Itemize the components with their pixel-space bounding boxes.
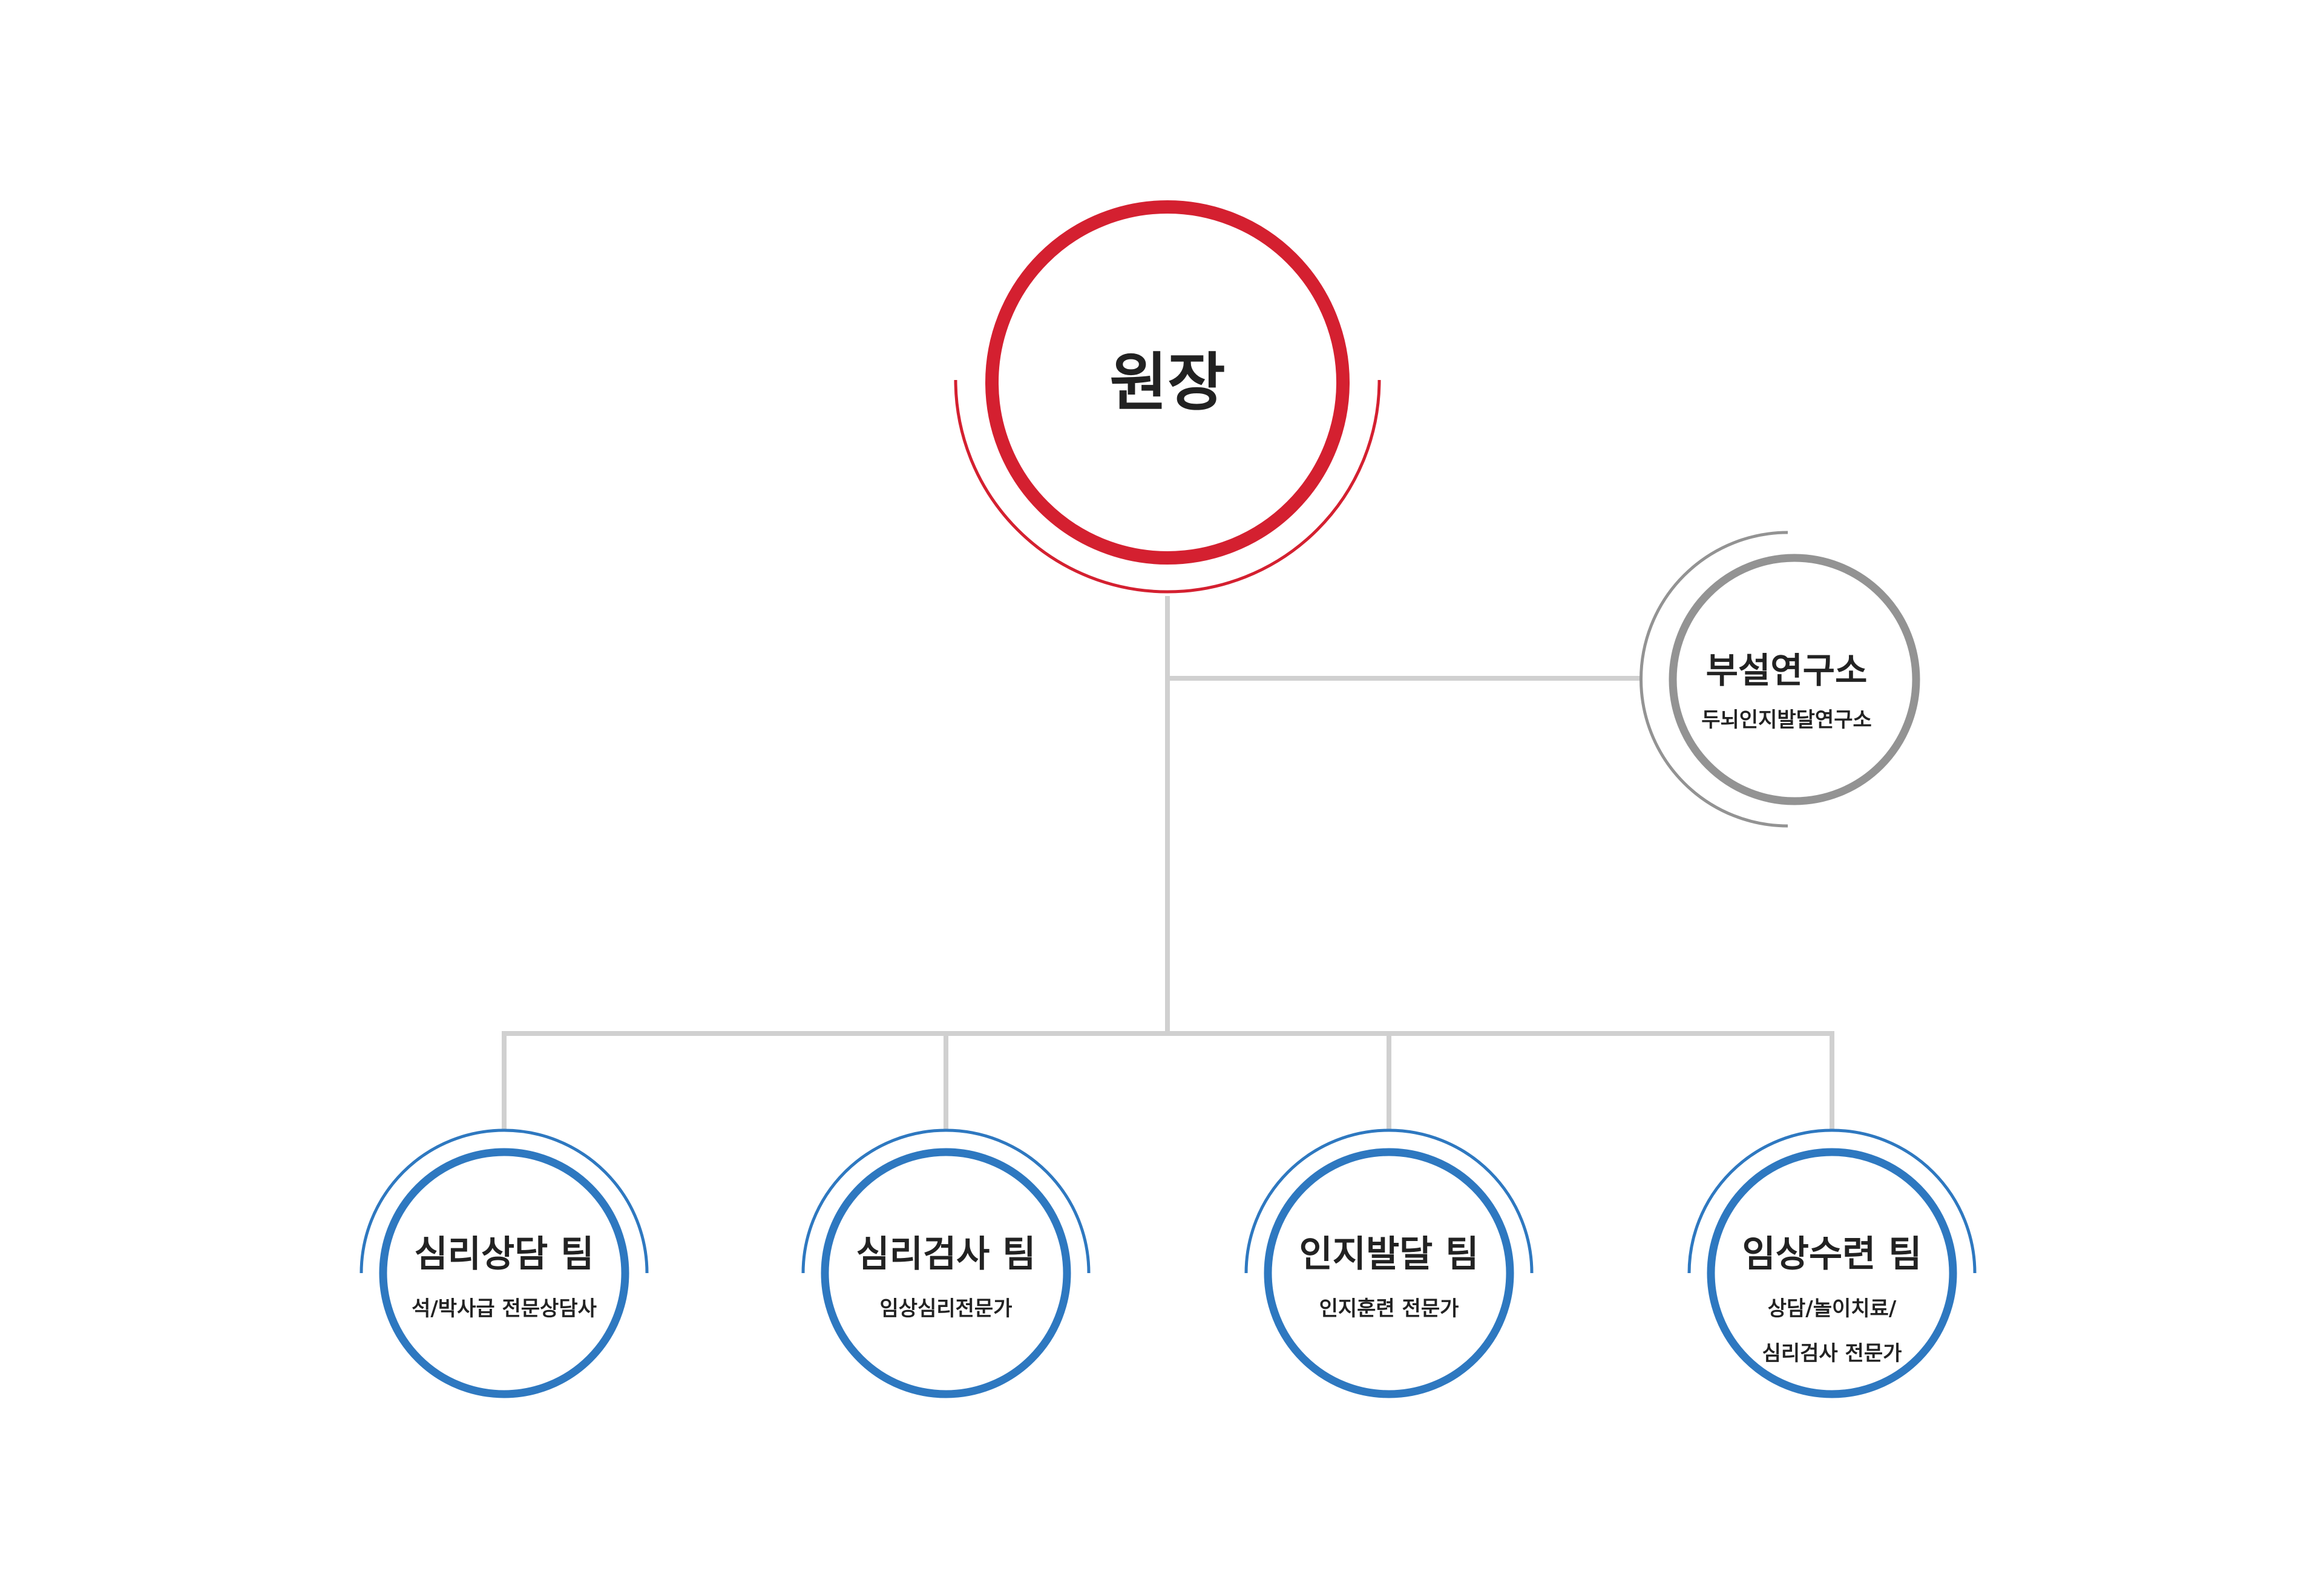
team-title: 심리검사 팀 xyxy=(856,1233,1036,1276)
team-desc-line: 상담/놀이치료/ xyxy=(1768,1297,1897,1321)
team-outer-arc xyxy=(1687,1128,1977,1274)
team-outer-arc xyxy=(359,1128,649,1274)
team-desc-line: 석/박사급 전문상담사 xyxy=(412,1297,597,1321)
team-outer-arc xyxy=(1244,1128,1534,1274)
director-ring xyxy=(985,200,1350,565)
team-desc-line: 임상심리전문가 xyxy=(880,1297,1013,1321)
team-ring xyxy=(1707,1148,1957,1398)
team-title: 인지발달 팀 xyxy=(1299,1233,1479,1276)
connectors xyxy=(502,596,1834,1132)
institute-outer-arc xyxy=(1640,531,1788,828)
institute-node: 부설연구소 두뇌인지발달연구소 xyxy=(1640,531,1920,828)
director-title: 원장 xyxy=(1109,346,1225,419)
director-outer-arc xyxy=(954,379,1381,594)
team-desc-line: 인지훈련 전문가 xyxy=(1319,1297,1459,1321)
team-ring xyxy=(379,1148,629,1398)
director-node: 원장 xyxy=(954,200,1381,594)
team-title: 심리상담 팀 xyxy=(415,1233,594,1276)
team-node-4: 임상수련 팀상담/놀이치료/심리검사 전문가 xyxy=(1687,1128,1977,1398)
team-node-1: 심리상담 팀석/박사급 전문상담사 xyxy=(359,1128,649,1398)
institute-ring xyxy=(1669,554,1920,805)
team-ring xyxy=(1264,1148,1514,1398)
team-ring xyxy=(821,1148,1071,1398)
institute-title: 부설연구소 xyxy=(1706,650,1868,691)
institute-subtitle: 두뇌인지발달연구소 xyxy=(1701,708,1872,732)
team-outer-arc xyxy=(801,1128,1091,1274)
team-desc-line: 심리검사 전문가 xyxy=(1762,1341,1902,1366)
team-title: 임상수련 팀 xyxy=(1742,1233,1922,1276)
